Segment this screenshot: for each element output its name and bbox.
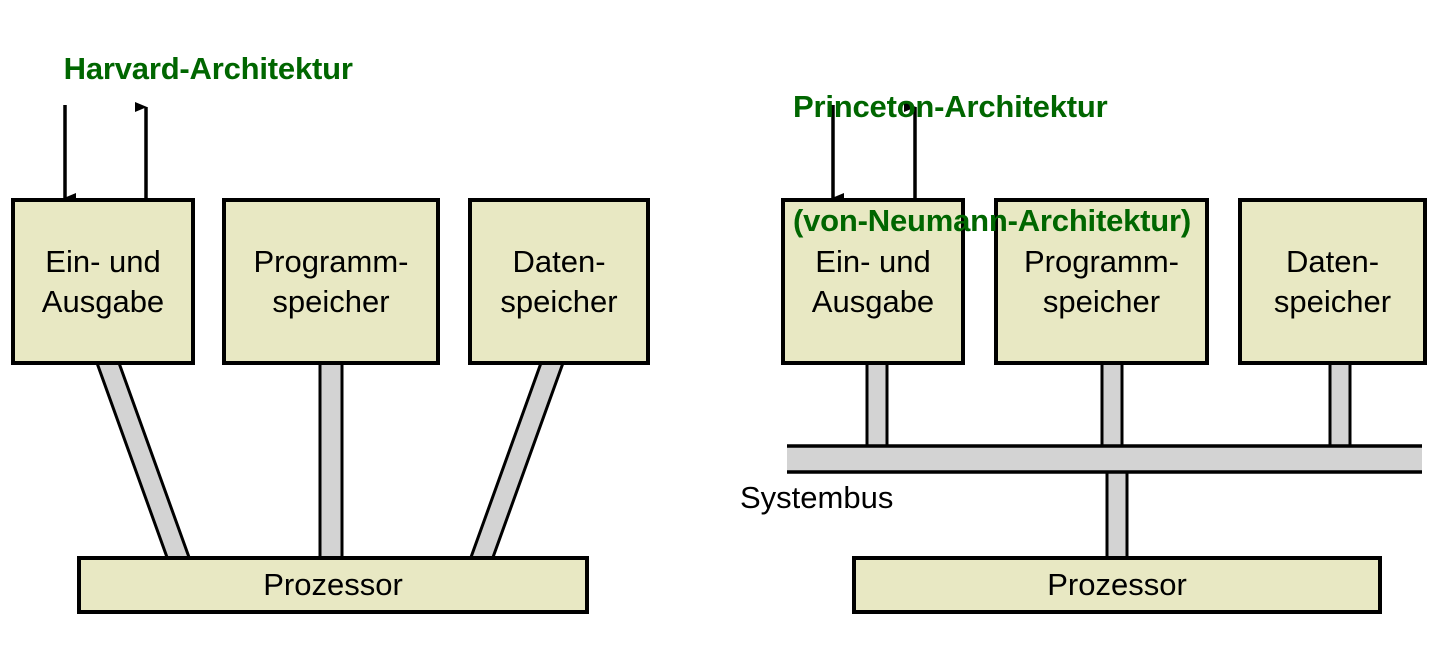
harvard-diagram-graphics <box>11 102 650 614</box>
princeton-diagram-graphics <box>781 102 1427 614</box>
princeton-block-io <box>781 198 965 365</box>
princeton-title: Princeton-Architektur (von-Neumann-Archi… <box>793 12 1191 316</box>
princeton-system-bus <box>787 445 1422 473</box>
princeton-connector-data-memory <box>1328 361 1352 451</box>
princeton-system-bus-label: Systembus <box>740 480 894 515</box>
harvard-title: Harvard-Architektur <box>30 12 353 126</box>
princeton-connector-io <box>865 361 889 451</box>
harvard-connector-program-memory <box>318 361 344 562</box>
princeton-block-processor <box>852 556 1382 614</box>
princeton-block-data-memory <box>1238 198 1427 365</box>
princeton-title-line-1: Princeton-Architektur <box>793 89 1108 124</box>
harvard-connector-data-memory <box>467 361 566 562</box>
harvard-connector-io <box>94 361 193 562</box>
princeton-title-line-2: (von-Neumann-Architektur) <box>793 203 1192 238</box>
princeton-block-program-memory <box>994 198 1209 365</box>
princeton-connector-program-memory <box>1100 361 1124 451</box>
harvard-block-data-memory <box>468 198 650 365</box>
harvard-block-io <box>11 198 195 365</box>
harvard-block-program-memory <box>222 198 440 365</box>
princeton-connector-processor <box>1105 466 1129 564</box>
harvard-title-line-1: Harvard-Architektur <box>63 51 353 86</box>
harvard-block-processor <box>77 556 589 614</box>
